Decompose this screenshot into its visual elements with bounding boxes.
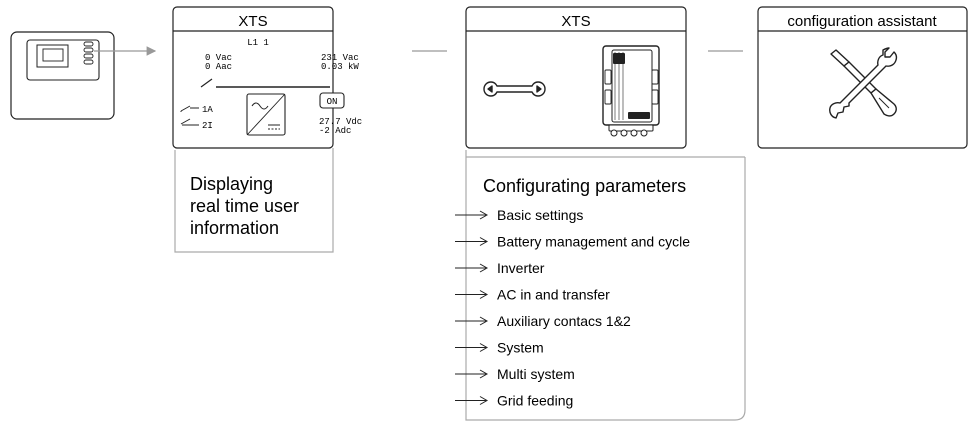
param-list-item-label: Multi system <box>497 366 575 382</box>
arrow-head-icon <box>479 263 489 273</box>
output-voltage: 231 Vac <box>321 53 359 63</box>
panel-assistant-title: configuration assistant <box>787 13 937 30</box>
param-list-item[interactable]: Inverter <box>455 260 545 276</box>
on-status-label: ON <box>327 97 338 107</box>
param-list-item-label: Auxiliary contacs 1&2 <box>497 313 631 329</box>
live-caption-line-3: information <box>190 218 279 238</box>
panel-parameters-title: XTS <box>561 13 590 30</box>
aux-switch-2-label: 2I <box>202 121 213 131</box>
arrow-head-icon <box>479 237 489 246</box>
panel-parameters[interactable]: XTS <box>465 6 687 149</box>
wrench-screwdriver-icon <box>829 47 898 119</box>
param-list-item-label: Grid feeding <box>497 393 573 409</box>
param-list-item[interactable]: Multi system <box>455 366 575 382</box>
arrow-head-icon <box>479 210 489 220</box>
live-caption-frame <box>174 148 334 253</box>
panel-live-data[interactable]: XTS L1 1 0 Vac 0 Aac 231 Vac 0.03 kW 1A … <box>172 6 362 149</box>
param-list-item[interactable]: Grid feeding <box>455 393 573 409</box>
phase-label: L1 1 <box>247 38 269 48</box>
xtender-inverter-icon <box>602 45 660 137</box>
param-list-item[interactable]: System <box>455 340 544 356</box>
param-list-item[interactable]: Battery management and cycle <box>455 234 690 250</box>
param-list-item[interactable]: AC in and transfer <box>455 287 610 303</box>
panel-configuration-assistant[interactable]: configuration assistant <box>757 6 968 149</box>
live-caption-line-1: Displaying <box>190 174 273 194</box>
on-status-badge[interactable] <box>319 92 345 109</box>
param-list-item-label: System <box>497 340 544 356</box>
params-heading: Configurating parameters <box>483 176 686 196</box>
arrow-head-icon <box>479 316 489 326</box>
inverter-symbol-icon <box>246 93 286 136</box>
aux-switch-2-icon <box>180 118 199 126</box>
remote-control-device-icon <box>10 31 115 120</box>
param-list-item[interactable]: Basic settings <box>455 207 583 223</box>
panel-live-title: XTS <box>238 13 267 30</box>
param-list-item-label: Basic settings <box>497 207 583 223</box>
param-list-item-label: Inverter <box>497 260 545 276</box>
battery-current: -2 Adc <box>319 126 351 136</box>
input-current: 0 Aac <box>205 62 232 72</box>
aux-switch-1-icon <box>180 105 199 112</box>
arrow-head-icon <box>479 396 489 405</box>
param-list-item-label: Battery management and cycle <box>497 234 690 250</box>
wrench-icon <box>483 81 546 97</box>
transfer-switch-icon <box>200 78 213 88</box>
output-power: 0.03 kW <box>321 62 359 72</box>
arrow-head-icon <box>479 290 489 299</box>
params-list-frame <box>465 150 746 421</box>
param-list-item-label: AC in and transfer <box>497 287 610 303</box>
live-caption-line-2: real time user <box>190 196 299 216</box>
param-list-item[interactable]: Auxiliary contacs 1&2 <box>455 313 631 329</box>
aux-switch-1-label: 1A <box>202 105 213 115</box>
input-voltage: 0 Vac <box>205 53 232 63</box>
arrow-head-icon <box>479 343 489 352</box>
battery-voltage: 27.7 Vdc <box>319 117 362 127</box>
arrow-head-icon <box>479 369 489 379</box>
